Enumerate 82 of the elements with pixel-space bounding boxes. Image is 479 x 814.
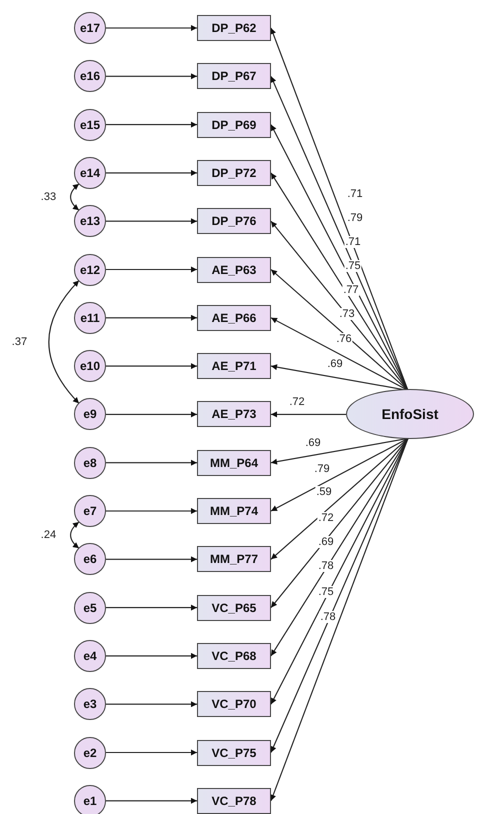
edge-label: .79	[313, 463, 331, 475]
edge-label: .75	[317, 586, 335, 598]
edge-label: .71	[344, 236, 362, 248]
indicator-box: VC_P70	[197, 691, 271, 718]
indicator-box: DP_P69	[197, 112, 271, 138]
arrow	[106, 170, 197, 176]
error-term-circle: e3	[74, 688, 106, 720]
error-term-circle: e6	[74, 543, 106, 576]
indicator-box: DP_P62	[197, 15, 271, 41]
indicator-box: DP_P67	[197, 63, 271, 90]
indicator-box: VC_P68	[197, 642, 271, 669]
edge-label: .59	[315, 486, 333, 498]
arrow	[106, 604, 197, 611]
edge-label: .37	[10, 336, 28, 348]
error-term-circle: e14	[74, 156, 106, 189]
indicator-box: VC_P65	[197, 594, 271, 621]
error-term-circle: e13	[74, 205, 106, 238]
indicator-box: VC_P75	[197, 740, 271, 766]
covariance-arrow	[70, 522, 80, 549]
indicator-box: AE_P71	[197, 353, 271, 380]
arrow	[270, 438, 408, 560]
arrow	[106, 460, 197, 466]
error-term-circle: e2	[74, 736, 106, 768]
edge-label: .79	[346, 212, 364, 224]
arrow	[106, 122, 197, 128]
error-term-circle: e10	[74, 350, 106, 382]
arrow	[270, 438, 408, 512]
indicator-box: VC_P78	[197, 788, 271, 814]
arrow	[106, 701, 197, 708]
error-term-circle: e9	[74, 398, 106, 430]
edge-label: .78	[317, 560, 335, 572]
edge-label: .69	[304, 437, 322, 449]
arrow	[106, 750, 197, 756]
edge-label: .72	[288, 396, 306, 408]
indicator-box: AE_P63	[197, 256, 271, 282]
arrow	[106, 266, 197, 272]
error-term-circle: e5	[74, 592, 106, 624]
error-term-circle: e1	[74, 784, 106, 814]
error-term-circle: e17	[74, 12, 106, 44]
covariance-arrow	[48, 280, 80, 404]
arrow	[270, 124, 408, 391]
arrow	[106, 363, 197, 370]
error-term-circle: e11	[74, 302, 106, 334]
arrow	[106, 218, 197, 224]
edge-label: .71	[346, 188, 364, 200]
edge-label: .69	[317, 536, 335, 548]
edge-label: .75	[344, 260, 362, 272]
arrow	[106, 652, 197, 659]
arrow	[106, 411, 197, 418]
edge-label: .33	[40, 191, 58, 204]
arrow	[106, 314, 197, 321]
error-term-circle: e16	[74, 60, 106, 92]
arrow	[270, 317, 408, 391]
arrow	[106, 25, 197, 31]
indicator-box: MM_P64	[197, 450, 271, 476]
indicator-box: DP_P72	[197, 160, 271, 186]
edge-label: .69	[326, 358, 344, 370]
arrow	[270, 438, 408, 608]
error-term-circle: e4	[74, 640, 106, 672]
indicator-box: DP_P76	[197, 208, 271, 234]
arrow	[106, 508, 197, 514]
edge-label: .72	[317, 512, 335, 524]
edge-label: .73	[338, 308, 356, 320]
edge-label: .77	[342, 284, 360, 296]
latent-variable-ellipse: EnfoSist	[346, 389, 474, 440]
error-term-circle: e8	[74, 446, 106, 479]
arrow	[106, 798, 197, 804]
edge-label: .76	[335, 333, 353, 345]
arrow	[270, 269, 408, 391]
arrow	[271, 411, 346, 418]
error-term-circle: e7	[74, 495, 106, 527]
error-term-circle: e15	[74, 108, 106, 141]
arrow	[270, 220, 408, 391]
covariance-arrow	[70, 183, 80, 211]
edge-label: .78	[319, 611, 337, 623]
arrow	[106, 556, 197, 562]
indicator-box: MM_P74	[197, 498, 271, 524]
arrow	[106, 73, 197, 80]
error-term-circle: e12	[74, 254, 106, 286]
indicator-box: MM_P77	[197, 546, 271, 572]
indicator-box: AE_P66	[197, 304, 271, 331]
indicator-box: AE_P73	[197, 401, 271, 428]
